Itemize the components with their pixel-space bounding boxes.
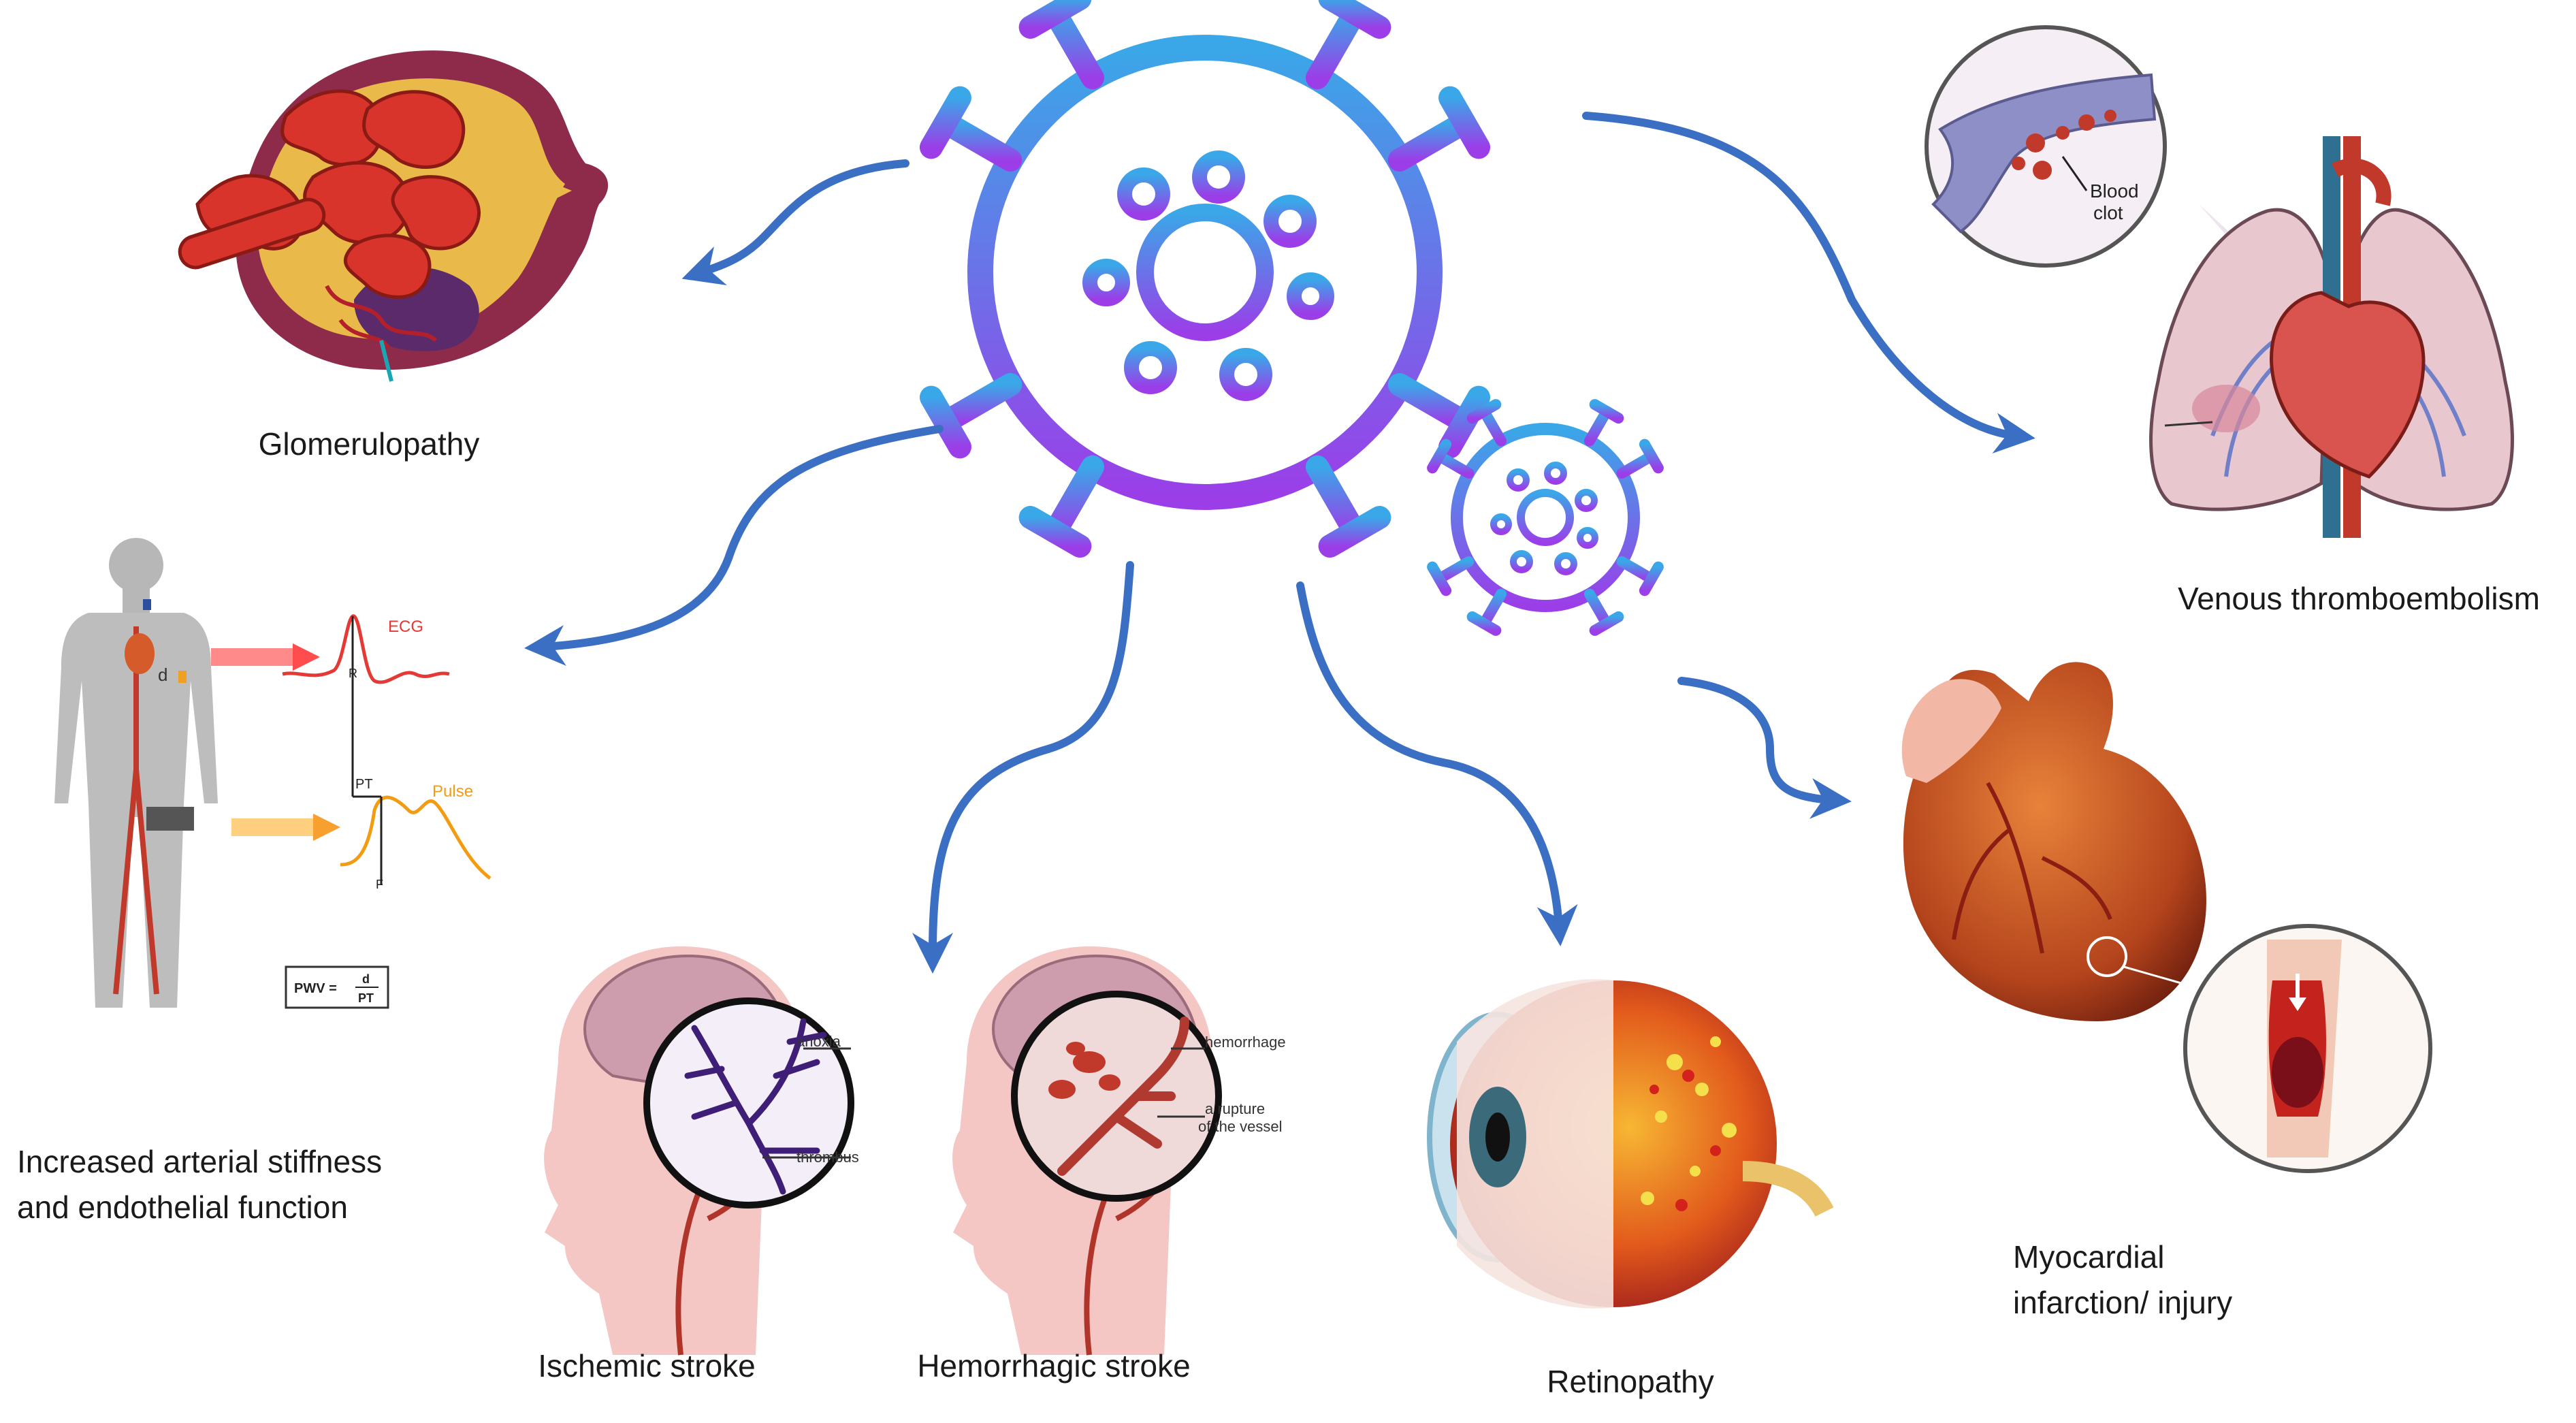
virus-spike-cap [919,86,971,159]
virus-icon-large [894,0,1516,583]
virus-spike-cap [1589,399,1624,424]
virus-spike-cap [1589,611,1624,636]
virus-spike-cap [1438,385,1491,459]
label-hemorrhage: hemorrhage [1205,1034,1286,1051]
virus-spike [1584,406,1612,447]
virus-spike-cap [919,385,971,459]
virus-spike-cap [1466,399,1502,424]
virus-spike [1434,451,1475,479]
label-point-r: R [349,667,357,680]
virus-spike [933,373,1023,434]
label-venous-thromboembolism: Venous thromboembolism [2178,581,2540,616]
body-pwv-icon: d ECG Pulse PT R F PWV = d PT [54,538,492,1009]
label-rupture-1: a rupture [1205,1100,1265,1117]
virus-spike-cap [1466,611,1502,636]
label-rupture-2: of the vessel [1198,1118,1283,1135]
arrow-to-glomerulopathy [681,159,909,285]
label-thrombus: thrombus [796,1149,859,1166]
virus-spike [1044,455,1104,544]
virus-icon-small [1417,389,1673,645]
virus-spike [1479,588,1507,629]
label-ecg: ECG [388,618,423,636]
virus-spike [1306,1,1366,90]
label-blood-clot-2: clot [2093,202,2123,223]
virus-spike [1434,556,1475,584]
label-anoxia: anoxia [796,1033,841,1050]
arrow-to-retinopathy [1296,581,1578,946]
label-distance-d: d [158,665,167,685]
brain-hemorrhagic-icon: hemorrhage a rupture of the vessel [952,946,1286,1356]
label-myocardial-line1: Myocardial [2013,1239,2164,1275]
label-pwv: PWV = [294,981,337,996]
label-pwv-num: d [362,972,370,986]
label-retinopathy: Retinopathy [1547,1364,1714,1399]
virus-spike [933,111,1023,172]
virus-spike [1479,406,1507,447]
label-pulse: Pulse [432,782,473,801]
virus-spike-cap [1018,506,1092,558]
arrow-to-ischemic [912,561,1134,974]
brain-ischemic-icon: anoxia thrombus [544,946,859,1356]
label-point-f: F [376,878,383,891]
heart-infarction-icon [1901,662,2432,1173]
virus-spike [1616,556,1657,584]
virus-spike [1584,588,1612,629]
virus-spike-cap [1639,438,1664,474]
label-pwv-den: PT [358,991,374,1005]
virus-spike-cap [1438,86,1491,159]
label-blood-clot-1: Blood [2090,180,2139,202]
kidney-glomerulus-icon [178,50,609,382]
lungs-heart-icon: Blood clot [1925,25,2514,538]
label-myocardial-line2: infarction/ injury [2013,1285,2232,1320]
arrow-to-myocardial [1677,677,1852,819]
virus-spike-cap [1427,561,1452,596]
arrow-to-venous [1582,112,2035,454]
label-arterial-line1: Increased arterial stiffness [17,1144,382,1179]
virus-spike [1387,373,1477,434]
virus-spike-cap [1427,438,1452,474]
label-arterial-line2: and endothelial function [17,1189,348,1225]
virus-spike-cap [1639,561,1664,596]
virus-spike [1306,455,1366,544]
virus-spike-cap [1018,0,1092,39]
virus-spike-cap [1318,506,1391,558]
arrow-to-arterial [524,425,944,666]
virus-spike [1616,451,1657,479]
label-hemorrhagic-stroke: Hemorrhagic stroke [917,1348,1190,1384]
label-pt: PT [355,777,373,792]
virus-spike [1387,111,1477,172]
eye-icon [1427,979,1834,1309]
label-glomerulopathy: Glomerulopathy [259,426,480,462]
virus-spike [1044,1,1104,90]
label-ischemic-stroke: Ischemic stroke [538,1348,756,1384]
virus-spike-cap [1318,0,1391,39]
